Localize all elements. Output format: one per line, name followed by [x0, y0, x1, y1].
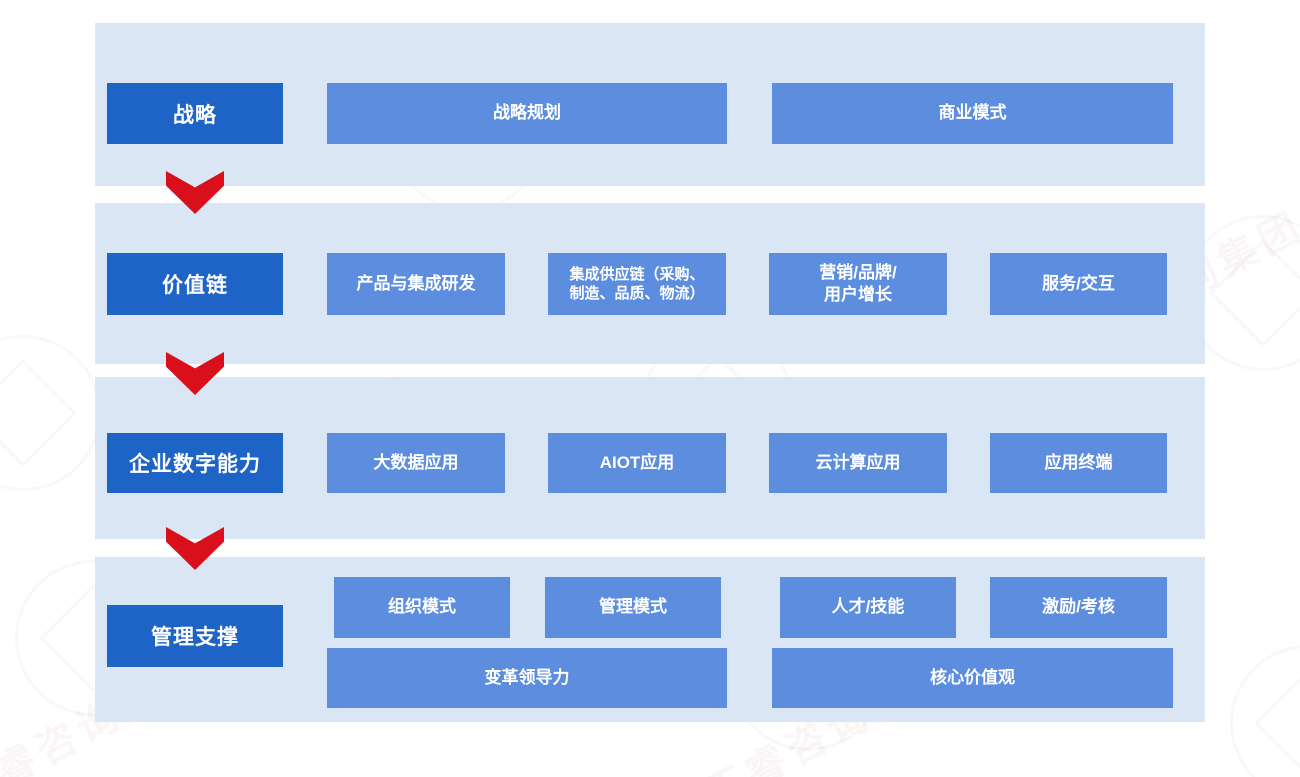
watermark-seal-icon	[1230, 645, 1300, 777]
item-aiot-application: AIOT应用	[548, 433, 726, 493]
row-label-strategy: 战略	[107, 83, 283, 144]
item-integrated-supply-chain: 集成供应链（采购、 制造、品质、物流）	[548, 253, 726, 315]
row-label-management-support: 管理支撑	[107, 605, 283, 667]
item-business-model: 商业模式	[772, 83, 1173, 144]
item-management-model: 管理模式	[545, 577, 721, 638]
row-label-value-chain: 价值链	[107, 253, 283, 315]
item-marketing-brand-growth: 营销/品牌/ 用户增长	[769, 253, 947, 315]
watermark-seal-icon	[0, 335, 101, 491]
item-incentive-assessment: 激励/考核	[990, 577, 1167, 638]
item-change-leadership: 变革领导力	[327, 648, 727, 708]
item-core-values: 核心价值观	[772, 648, 1173, 708]
item-talent-skills: 人才/技能	[780, 577, 956, 638]
item-product-integrated-rd: 产品与集成研发	[327, 253, 505, 315]
item-service-interaction: 服务/交互	[990, 253, 1167, 315]
item-big-data-application: 大数据应用	[327, 433, 505, 493]
item-organization-model: 组织模式	[334, 577, 510, 638]
item-strategic-planning: 战略规划	[327, 83, 727, 144]
item-application-terminal: 应用终端	[990, 433, 1167, 493]
row-label-digital-capability: 企业数字能力	[107, 433, 283, 493]
item-cloud-computing-application: 云计算应用	[769, 433, 947, 493]
